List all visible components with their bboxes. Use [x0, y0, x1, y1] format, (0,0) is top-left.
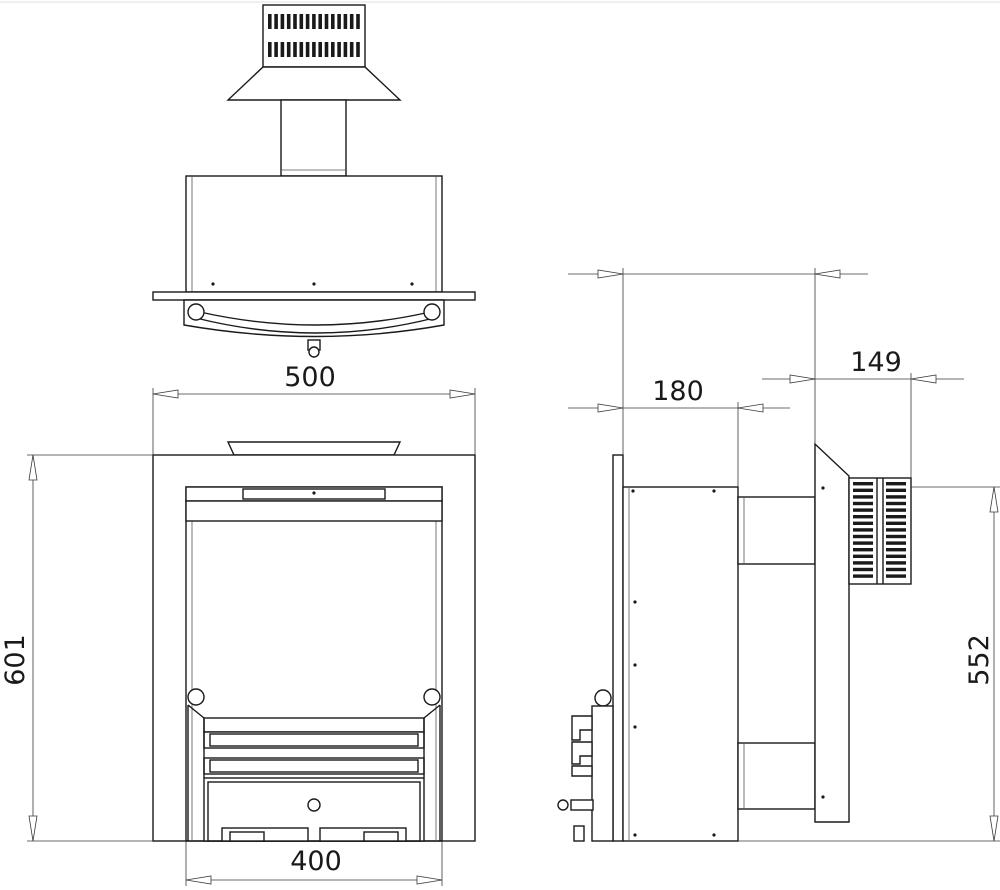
vent-slot [886, 534, 906, 539]
vent-slot [343, 14, 348, 29]
vent-slot [318, 14, 322, 29]
vent-slot [886, 561, 906, 565]
vent-slot [286, 42, 291, 57]
vent-slot [853, 561, 873, 565]
vent-slot [305, 42, 310, 57]
vent-slot [349, 42, 354, 57]
vent-slot [886, 574, 906, 578]
dim-400-label: 400 [290, 846, 342, 877]
vent-slot [853, 574, 873, 578]
vent-slot [853, 521, 873, 525]
vent-slot [349, 14, 354, 29]
dimensions: 500 601 400 180 149 [0, 268, 1000, 886]
vent-slot [268, 42, 272, 57]
side-terminal-slots [853, 482, 906, 578]
vent-slot [312, 42, 316, 57]
vent-slot [853, 508, 873, 512]
vent-slot [886, 567, 906, 572]
vent-slot [337, 14, 341, 29]
side-wall-plate [814, 442, 850, 823]
vent-slot [274, 42, 278, 57]
vent-slot [853, 554, 873, 558]
vent-slot [280, 42, 285, 57]
dim-180-label: 180 [652, 376, 704, 407]
vent-slot [886, 515, 906, 519]
vent-slot [312, 14, 316, 29]
vent-slot [853, 541, 873, 545]
vent-slot [299, 14, 304, 29]
dim-149-label: 149 [850, 347, 902, 378]
vent-slot [299, 42, 304, 57]
vent-slot [318, 42, 322, 57]
top-view [152, 4, 476, 358]
vent-slot [853, 567, 873, 572]
front-view [152, 441, 476, 842]
dim-601-label: 601 [0, 634, 31, 686]
side-fascia [612, 454, 624, 842]
vent-slot [356, 14, 360, 29]
vent-slot [324, 42, 329, 57]
vent-slot [280, 14, 285, 29]
grate-bar-1 [203, 717, 425, 733]
vent-slot [886, 501, 906, 506]
vent-slot [853, 528, 873, 532]
vent-slot [274, 14, 278, 29]
vent-slot [853, 488, 873, 492]
side-firebox [622, 486, 739, 842]
vent-slot [886, 548, 906, 552]
vent-slot [886, 554, 906, 558]
firebox-body-top [185, 175, 443, 293]
vent-slot [853, 495, 873, 499]
terminal-vent-slots [268, 14, 360, 57]
vent-slot [305, 14, 310, 29]
flue-pipe-top [280, 99, 347, 177]
vent-slot [886, 541, 906, 545]
vent-slot [343, 42, 348, 57]
vent-slot [324, 14, 329, 29]
vent-slot [853, 548, 873, 552]
dim-500-label: 500 [284, 362, 336, 393]
vent-slot [337, 42, 341, 57]
vent-slot [331, 42, 335, 57]
vent-slot [853, 534, 873, 539]
vent-slot [853, 515, 873, 519]
terminal-cowl [226, 66, 402, 101]
dim-552-label: 552 [964, 634, 995, 686]
vent-slot [268, 14, 272, 29]
duct-lower [737, 742, 816, 810]
vent-slot [886, 495, 906, 499]
vent-slot [286, 14, 291, 29]
vent-slot [886, 521, 906, 525]
vent-slot [853, 501, 873, 506]
vent-slot [356, 42, 360, 57]
vent-slot [331, 14, 335, 29]
vent-slot [293, 42, 297, 57]
front-hood [226, 441, 402, 456]
duct-upper [737, 496, 816, 565]
vent-slot [293, 14, 297, 29]
vent-slot [886, 488, 906, 492]
vent-slot [853, 482, 873, 486]
vent-slot [886, 528, 906, 532]
frame-plate-top [152, 291, 476, 301]
side-view [557, 442, 912, 842]
vent-slot [886, 482, 906, 486]
front-fret-top [183, 299, 445, 338]
vent-slot [886, 508, 906, 512]
